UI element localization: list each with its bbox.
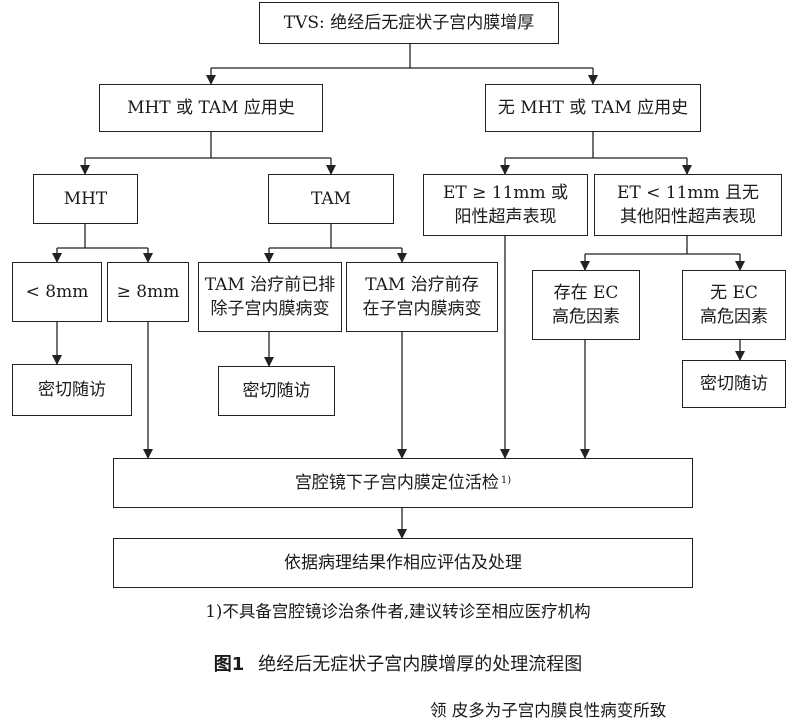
node-et-lt-11mm-line-1: ET < 11mm 且无 <box>616 183 760 203</box>
figure-label: 图1 <box>213 654 245 675</box>
node-tam-lesion-present-line-1: TAM 治疗前存 <box>365 275 479 295</box>
node-ec-risk-present-line-1: 存在 EC <box>553 283 619 303</box>
node-et-ge-11mm-line-2: 阳性超声表现 <box>454 207 557 227</box>
node-ec-risk-absent-line-2: 高危因素 <box>700 307 768 327</box>
node-follow-up-tam: 密切随访 <box>218 366 335 416</box>
node-follow-up-no-ec: 密切随访 <box>682 360 786 408</box>
node-with-history: MHT 或 TAM 应用史 <box>99 84 323 132</box>
node-tam-lesion-excluded: TAM 治疗前已排 除子宫内膜病变 <box>198 262 342 332</box>
node-pathology-result: 依据病理结果作相应评估及处理 <box>113 538 693 588</box>
node-et-lt-11mm: ET < 11mm 且无 其他阳性超声表现 <box>594 174 782 236</box>
node-root: TVS: 绝经后无症状子宫内膜增厚 <box>259 2 559 44</box>
node-follow-up-mht: 密切随访 <box>12 364 132 416</box>
node-tam-lesion-excluded-line-1: TAM 治疗前已排 <box>204 275 336 295</box>
node-ec-risk-present: 存在 EC 高危因素 <box>532 270 640 340</box>
footnote-marker: 1) <box>500 475 512 486</box>
figure-caption: 图1 绝经后无症状子宫内膜增厚的处理流程图 <box>0 650 796 676</box>
node-ec-risk-present-line-2: 高危因素 <box>552 307 620 327</box>
node-tam: TAM <box>268 174 394 224</box>
node-tam-lesion-excluded-line-2: 除子宫内膜病变 <box>210 299 330 319</box>
footnote: 1)不具备宫腔镜诊治条件者,建议转诊至相应医疗机构 <box>205 602 591 621</box>
node-et-ge-11mm: ET ≥ 11mm 或 阳性超声表现 <box>423 174 588 236</box>
node-et-lt-11mm-line-2: 其他阳性超声表现 <box>620 207 756 227</box>
partial-body-text: 领 皮多为子宫内膜良性病变所致 <box>430 701 667 720</box>
node-no-history: 无 MHT 或 TAM 应用史 <box>485 84 701 132</box>
node-tam-lesion-present-line-2: 在子宫内膜病变 <box>362 299 482 319</box>
figure-title: 绝经后无症状子宫内膜增厚的处理流程图 <box>258 654 583 675</box>
node-lt-8mm: < 8mm <box>12 262 102 322</box>
node-hysteroscopic-biopsy-text: 宫腔镜下子宫内膜定位活检 <box>294 473 499 493</box>
node-tam-lesion-present: TAM 治疗前存 在子宫内膜病变 <box>346 262 498 332</box>
node-et-ge-11mm-line-1: ET ≥ 11mm 或 <box>442 183 569 203</box>
node-ge-8mm: ≥ 8mm <box>107 262 189 322</box>
node-ec-risk-absent: 无 EC 高危因素 <box>682 270 786 340</box>
node-ec-risk-absent-line-1: 无 EC <box>710 283 758 303</box>
node-mht: MHT <box>33 174 138 224</box>
